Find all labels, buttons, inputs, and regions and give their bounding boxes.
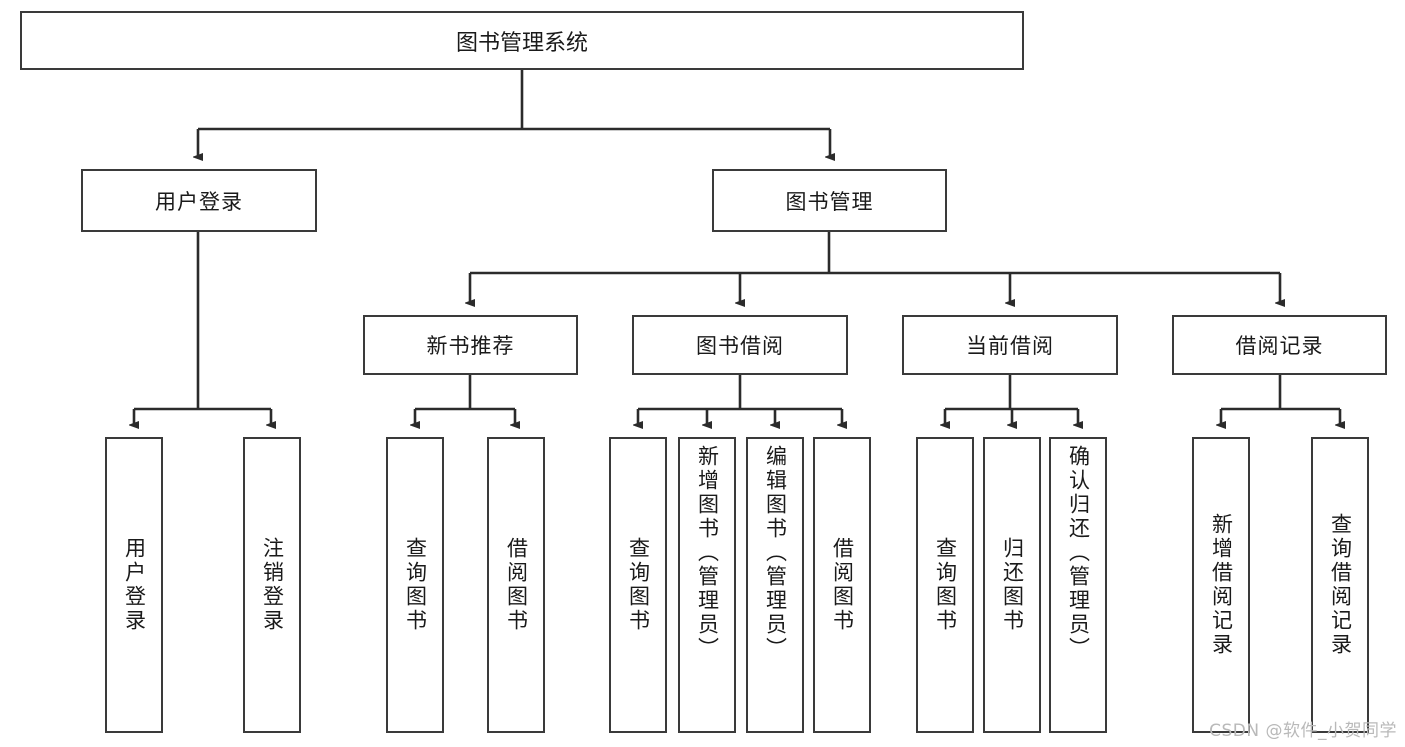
node-borrow-record[interactable]: 借阅记录 [1172, 315, 1387, 375]
node-root-system[interactable]: 图书管理系统 [20, 11, 1024, 70]
node-book-borrow[interactable]: 图书借阅 [632, 315, 848, 375]
leaf-current-borrow-return[interactable]: 归还图书 [983, 437, 1041, 733]
leaf-user-login-logout[interactable]: 注销登录 [243, 437, 301, 733]
leaf-current-borrow-confirm-return[interactable]: 确认归还（管理员） [1049, 437, 1107, 733]
leaf-book-borrow-edit[interactable]: 编辑图书（管理员） [746, 437, 804, 733]
node-label: 查询借阅记录 [1328, 513, 1353, 657]
node-label: 借阅图书 [504, 537, 529, 633]
node-label: 查询图书 [403, 537, 428, 633]
node-label: 新书推荐 [426, 334, 515, 358]
leaf-borrow-record-add[interactable]: 新增借阅记录 [1192, 437, 1250, 733]
node-label: 图书管理 [785, 189, 874, 214]
leaf-book-borrow-borrow[interactable]: 借阅图书 [813, 437, 871, 733]
csdn-watermark: CSDN @软件_小贺同学 [1209, 721, 1397, 741]
node-label: 查询图书 [626, 537, 651, 633]
leaf-book-borrow-add[interactable]: 新增图书（管理员） [678, 437, 736, 733]
node-label: 新增图书（管理员） [695, 445, 720, 661]
node-label: 借阅记录 [1235, 334, 1324, 358]
leaf-current-borrow-query[interactable]: 查询图书 [916, 437, 974, 733]
node-label: 新增借阅记录 [1209, 513, 1234, 657]
node-new-book-recommend[interactable]: 新书推荐 [363, 315, 578, 375]
node-user-login[interactable]: 用户登录 [81, 169, 317, 232]
node-label: 图书管理系统 [455, 30, 588, 56]
leaf-borrow-record-query[interactable]: 查询借阅记录 [1311, 437, 1369, 733]
node-label: 当前借阅 [966, 334, 1054, 358]
node-book-management[interactable]: 图书管理 [712, 169, 947, 232]
leaf-user-login-login[interactable]: 用户登录 [105, 437, 163, 733]
node-label: 用户登录 [155, 189, 243, 214]
node-label: 归还图书 [1000, 537, 1025, 633]
node-label: 确认归还（管理员） [1066, 445, 1091, 661]
node-label: 注销登录 [260, 537, 285, 633]
leaf-new-book-borrow[interactable]: 借阅图书 [487, 437, 545, 733]
node-label: 借阅图书 [830, 537, 855, 633]
node-current-borrow[interactable]: 当前借阅 [902, 315, 1118, 375]
node-label: 用户登录 [122, 537, 147, 633]
node-label: 图书借阅 [696, 334, 784, 358]
node-label: 编辑图书（管理员） [763, 445, 788, 661]
node-label: 查询图书 [933, 537, 958, 633]
leaf-book-borrow-query[interactable]: 查询图书 [609, 437, 667, 733]
leaf-new-book-query[interactable]: 查询图书 [386, 437, 444, 733]
